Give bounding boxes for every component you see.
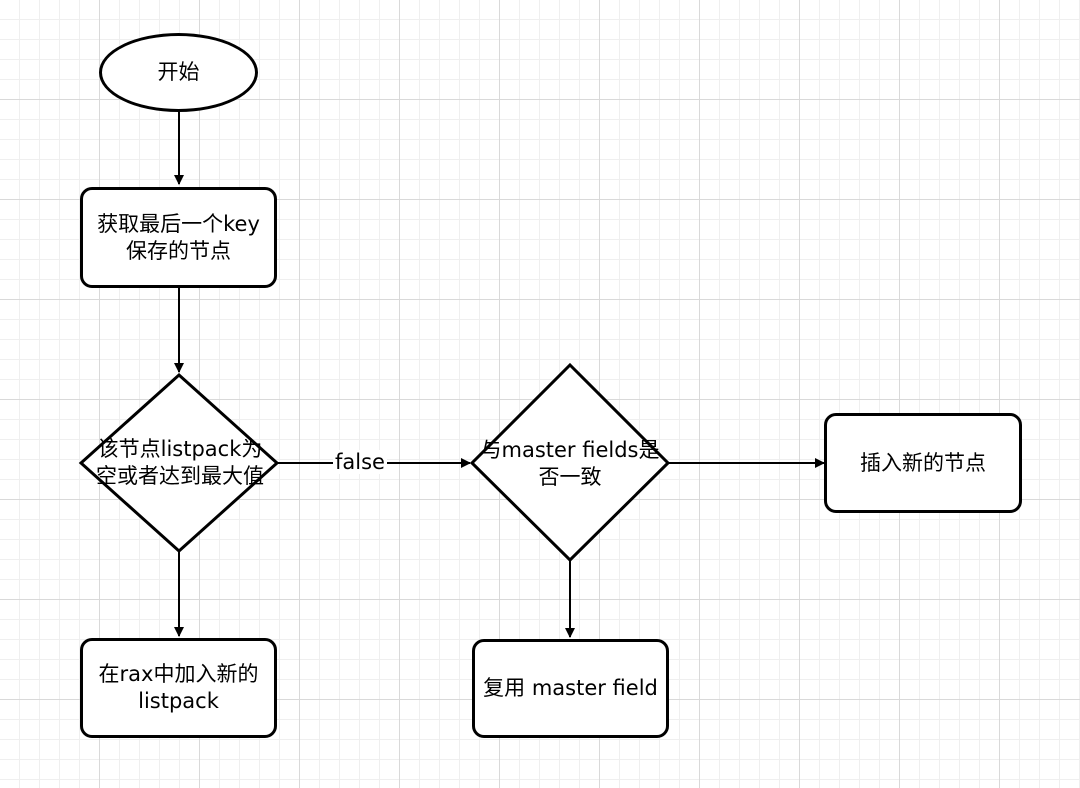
decision-master-label-box: 与master fields是 否一致 (465, 434, 675, 494)
decision-master-shape (469, 362, 671, 563)
decision-empty-label: 该节点listpack为 空或者达到最大值 (96, 437, 264, 488)
get-last-node-label: 获取最后一个key 保存的节点 (97, 211, 260, 263)
insert-node-box: 插入新的节点 (824, 413, 1022, 513)
decision-empty-label-box: 该节点listpack为 空或者达到最大值 (74, 433, 286, 493)
reuse-master-box: 复用 master field (472, 639, 669, 738)
start-node: 开始 (99, 33, 258, 112)
edge-label-false: false (333, 450, 387, 474)
insert-node-label: 插入新的节点 (860, 450, 986, 475)
decision-master-label: 与master fields是 否一致 (480, 438, 660, 489)
get-last-node-box: 获取最后一个key 保存的节点 (80, 187, 277, 288)
reuse-master-label: 复用 master field (483, 676, 658, 700)
start-node-label: 开始 (157, 60, 200, 84)
decision-empty-shape (78, 372, 280, 554)
add-listpack-label: 在rax中加入新的 listpack (98, 662, 259, 713)
add-listpack-box: 在rax中加入新的 listpack (80, 638, 277, 738)
